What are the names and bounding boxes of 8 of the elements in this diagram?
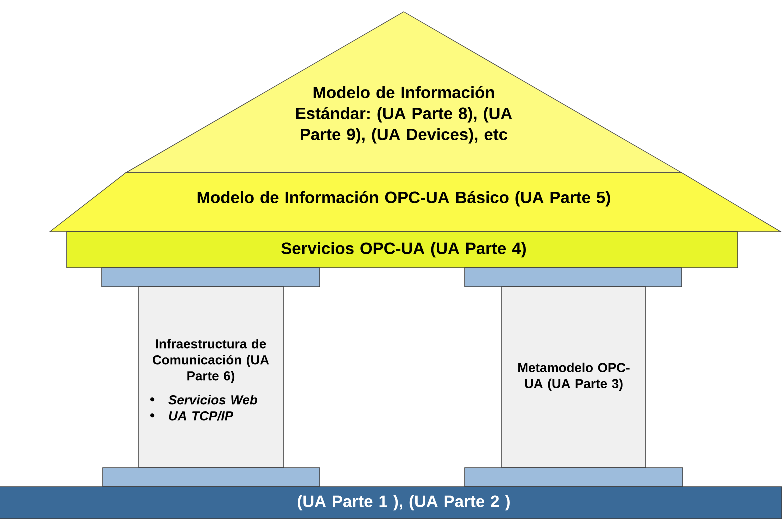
beam-band: Servicios OPC-UA (UA Parte 4) (66, 232, 738, 268)
pillar-box: Metamodelo OPC-UA (UA Parte 3) (502, 286, 646, 468)
capital-bar (102, 268, 320, 288)
foundation-band: (UA Parte 1 ), (UA Parte 2 ) (0, 486, 782, 519)
capital-bar (464, 468, 684, 488)
capital-bar (102, 468, 320, 488)
pillar-box: Infraestructura de Comunicación (UA Parte 6) Servicios Web UA TCP/IP (138, 286, 284, 468)
capital-bar (464, 268, 682, 288)
